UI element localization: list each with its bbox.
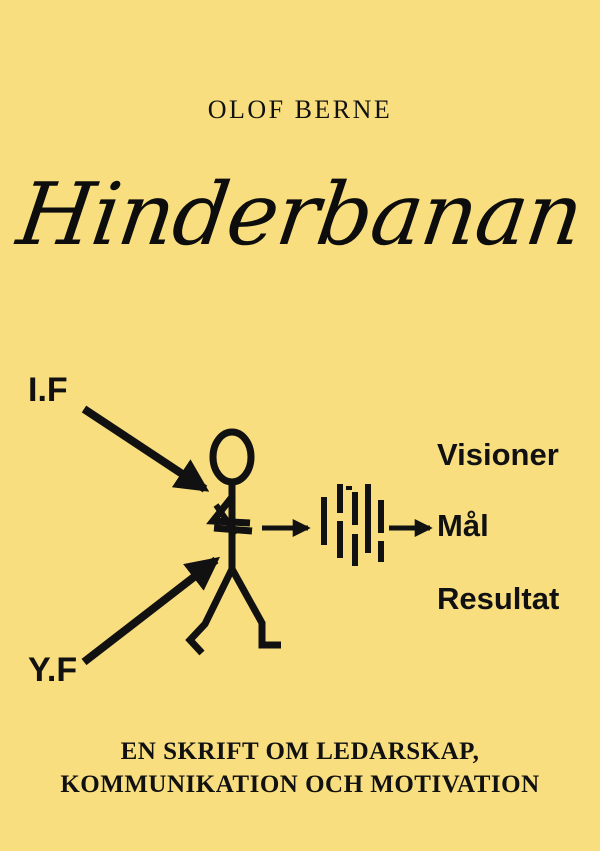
subtitle-line-2: KOMMUNIKATION OCH MOTIVATION	[60, 771, 540, 798]
figure-arm-detail	[213, 503, 239, 536]
subtitle-line-1: EN SKRIFT OM LEDARSKAP,	[120, 738, 480, 765]
obstacle-barrier	[321, 484, 384, 566]
diagram-label-mal: Mål	[437, 508, 489, 543]
book-subtitle: EN SKRIFT OM LEDARSKAP, KOMMUNIKATION OC…	[0, 735, 600, 801]
diagram-label-yf: Y.F	[28, 651, 78, 689]
diagram-label-if: I.F	[28, 371, 68, 409]
author-name: OLOF BERNE	[207, 95, 393, 124]
figure-head	[209, 428, 255, 486]
figure-rear-leg	[185, 567, 236, 656]
diagram-label-visioner: Visioner	[437, 437, 559, 472]
arrow-if-to-figure	[81, 405, 210, 493]
stick-figure	[185, 428, 281, 656]
arrow-yf-to-figure	[81, 556, 220, 666]
figure-front-leg	[228, 567, 281, 649]
diagram-label-resultat: Resultat	[437, 581, 560, 616]
